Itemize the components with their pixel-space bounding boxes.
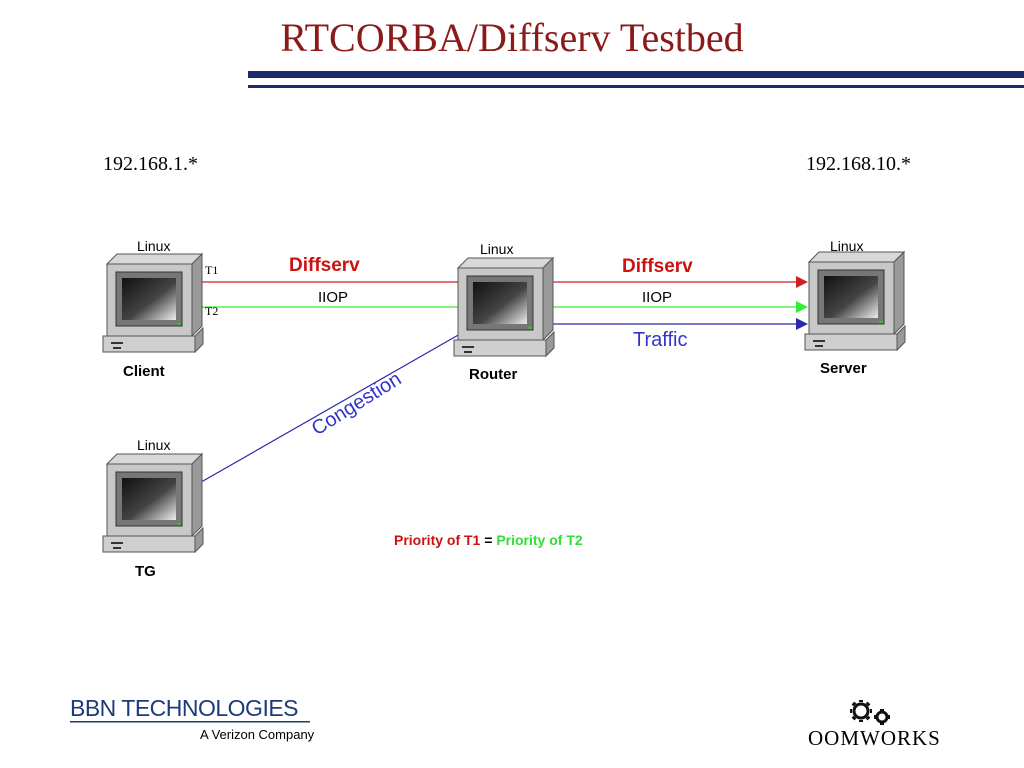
iiop-right-label: IIOP — [642, 289, 673, 306]
bbn-underline — [70, 721, 310, 723]
priority-t2-text: Priority of T2 — [496, 532, 583, 548]
bbn-logo-text: BBN TECHNOLOGIES — [70, 695, 299, 721]
congestion-link — [195, 333, 461, 486]
iiop-left-label: IIOP — [318, 289, 349, 306]
network-left-address: 192.168.1.* — [103, 153, 198, 175]
router-computer-icon — [453, 257, 555, 357]
bbn-tagline: A Verizon Company — [200, 727, 315, 742]
diffserv-right-label: Diffserv — [622, 256, 693, 277]
server-computer-icon — [804, 251, 906, 351]
t1-label: T1 — [205, 263, 219, 277]
server-label: Server — [820, 360, 867, 377]
server-os-label: Linux — [830, 238, 864, 254]
priority-equals: = — [484, 532, 493, 548]
slide-title: RTCORBA/Diffserv Testbed — [280, 15, 744, 60]
priority-statement: Priority of T1 = Priority of T2 — [394, 532, 583, 548]
tg-computer-icon — [102, 453, 204, 553]
router-label: Router — [469, 366, 518, 383]
diffserv-left-label: Diffserv — [289, 255, 360, 276]
client-label: Client — [123, 363, 165, 380]
header-rule-a — [248, 71, 1024, 78]
header-rule-b — [248, 85, 1024, 88]
priority-t1-text: Priority of T1 — [394, 532, 481, 548]
router-os-label: Linux — [480, 241, 514, 257]
oomworks-logo-text: OOMWORKS — [808, 726, 941, 750]
gears-icon — [850, 700, 890, 725]
tg-label: TG — [135, 563, 156, 580]
tg-os-label: Linux — [137, 437, 171, 453]
network-right-address: 192.168.10.* — [806, 153, 911, 175]
traffic-label: Traffic — [633, 329, 688, 351]
t2-label: T2 — [205, 304, 219, 318]
client-computer-icon — [102, 253, 204, 353]
client-os-label: Linux — [137, 238, 171, 254]
